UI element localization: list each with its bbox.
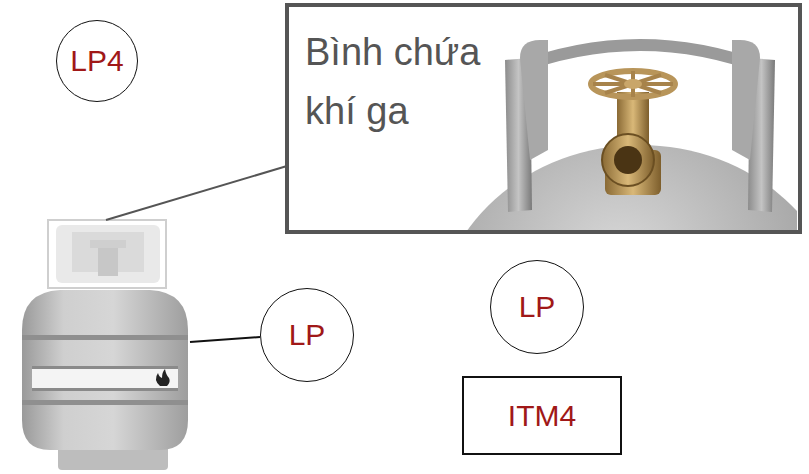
gas-cylinder xyxy=(22,220,188,470)
callout-circle: LP4 xyxy=(56,20,138,102)
callout-circle: LP xyxy=(490,260,584,354)
node-label: ITM4 xyxy=(508,399,576,433)
callout-circle: LP xyxy=(260,288,354,382)
node-label: LP4 xyxy=(70,44,123,78)
node-label: Bình chứa khí ga xyxy=(305,23,520,141)
leader-line xyxy=(106,166,287,220)
label-box: ITM4 xyxy=(462,376,622,455)
leader-line xyxy=(190,337,260,342)
photo-panel: Bình chứa khí ga xyxy=(285,3,802,234)
node-label: LP xyxy=(289,318,326,352)
valve-photo xyxy=(435,40,797,230)
node-label: LP xyxy=(519,290,556,324)
